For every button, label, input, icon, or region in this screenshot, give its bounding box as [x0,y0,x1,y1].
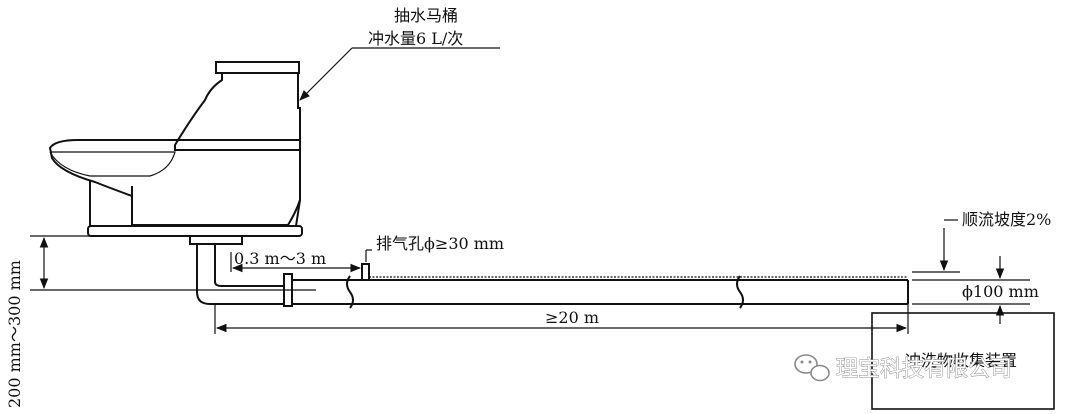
toilet-callout: 抽水马桶 冲水量6 L/次 [299,6,500,101]
short-distance-dimension: 0.3 m～3 m [230,249,362,273]
toilet-seat [49,151,176,177]
toilet-flange [189,235,243,245]
height-dimension: 200 mm～300 mm [5,236,49,408]
break-mark-2 [736,275,744,309]
slope-label: 顺流坡度2% [962,210,1051,229]
toilet-label-line1: 抽水马桶 [394,6,458,25]
slope-callout: 顺流坡度2% [912,210,1051,273]
diameter-callout: ϕ100 mm [912,256,1039,324]
vent-hole [361,263,370,281]
toilet-tank-lid [215,61,300,74]
collector-label: 冲洗物收集装置 [905,351,1017,370]
toilet-pedestal [89,180,301,227]
watermark: 理宝科技有限公司 [794,354,1012,382]
long-distance-label: ≥20 m [545,308,599,327]
short-distance-label: 0.3 m～3 m [234,249,326,268]
toilet [48,61,303,245]
toilet-tank [174,73,301,151]
height-range-label: 200 mm～300 mm [5,260,24,408]
vent-callout: 排气孔ϕ≥30 mm [365,234,504,262]
diameter-label: ϕ100 mm [962,282,1039,301]
toilet-label-line2: 冲水量6 L/次 [368,29,463,48]
vent-hole-label: 排气孔ϕ≥30 mm [376,234,504,253]
long-distance-dimension: ≥20 m [214,304,909,334]
toilet-base [87,225,303,237]
break-mark-1 [346,275,354,309]
wechat-icon [794,354,830,382]
collector-box: 冲洗物收集装置 [871,312,1055,410]
watermark-text: 理宝科技有限公司 [836,357,1012,382]
